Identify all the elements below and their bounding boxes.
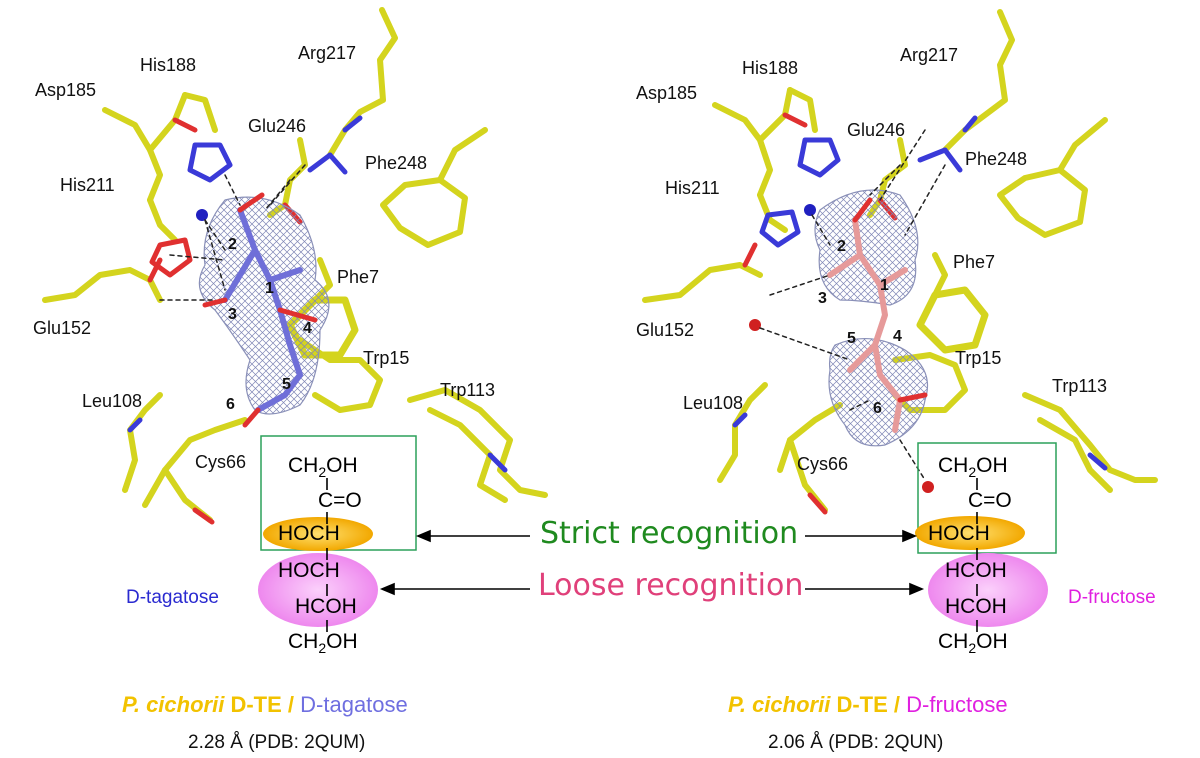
residue-label: Phe7: [337, 267, 380, 287]
fischer-row: HCOH: [945, 595, 1007, 618]
species-name: P. cichorii: [728, 692, 831, 717]
left-structure: [42, 7, 548, 525]
fischer-row: HCOH: [295, 595, 357, 618]
strict-box-left: [260, 435, 417, 551]
caption-right: P. cichorii D-TE / D-fructose: [728, 692, 1008, 718]
residue-label: His188: [742, 58, 799, 78]
residue-label: Arg217: [900, 45, 959, 65]
carbon-number: 2: [837, 238, 846, 255]
residue-label: Arg217: [298, 43, 357, 63]
residue-label: Phe248: [365, 153, 428, 173]
fischer-row: HCOH: [945, 559, 1007, 582]
resolution-left: 2.28 Å (PDB: 2QUM): [188, 732, 366, 753]
carbon-number: 6: [226, 396, 235, 413]
residue-label: His188: [140, 55, 197, 75]
separator: /: [287, 692, 295, 717]
residue-label: Trp113: [1052, 376, 1108, 396]
residue-label: Glu246: [248, 116, 307, 136]
loose-recognition-label: Loose recognition: [538, 568, 804, 603]
carbon-number: 4: [893, 328, 902, 345]
carbon-number: 1: [265, 280, 274, 297]
carbon-number: 3: [228, 306, 237, 323]
carbon-number: 2: [228, 236, 237, 253]
carbon-number: 4: [303, 320, 312, 337]
caption-left: P. cichorii D-TE / D-tagatose: [122, 692, 408, 718]
residue-label: Leu108: [82, 391, 143, 411]
fischer-row: CH2OH: [938, 454, 1008, 481]
fischer-row: C=O: [968, 489, 1012, 512]
enzyme-name: D-TE: [836, 692, 888, 717]
residue-label: Cys66: [797, 454, 849, 474]
residue-label: Phe248: [965, 149, 1028, 169]
fischer-row: C=O: [318, 489, 362, 512]
fischer-text: CH2OH: [288, 454, 358, 481]
residue-label: Glu152: [636, 320, 695, 340]
carbon-number: 3: [818, 290, 827, 307]
sugar-name-left: D-tagatose: [126, 587, 219, 608]
residue-label: Cys66: [195, 452, 247, 472]
fischer-row: CH2OH: [288, 454, 358, 480]
caption-sugar: D-tagatose: [300, 692, 408, 717]
strict-box-right: [917, 442, 1057, 554]
pink-highlight-right: [928, 553, 1048, 627]
residue-label: Leu108: [683, 393, 744, 413]
fischer-row: HOCH: [278, 559, 340, 582]
resolution-right: 2.06 Å (PDB: 2QUN): [768, 732, 944, 753]
fischer-row: HOCH: [278, 522, 340, 545]
separator: /: [893, 692, 901, 717]
fischer-row: HOCH: [928, 522, 990, 545]
residue-label: His211: [665, 178, 720, 198]
strict-recognition-label: Strict recognition: [540, 516, 799, 551]
species-name: P. cichorii: [122, 692, 225, 717]
caption-sugar: D-fructose: [906, 692, 1008, 717]
sugar-name-right: D-fructose: [1068, 587, 1156, 608]
orange-highlight-left: [263, 517, 373, 551]
residue-label: Asp185: [35, 80, 97, 100]
residue-label: His211: [60, 175, 115, 195]
residue-label: Glu246: [847, 120, 906, 140]
residue-label: Trp15: [363, 348, 410, 368]
fischer-row: CH2OH: [938, 630, 1008, 657]
residue-label: Trp113: [440, 380, 496, 400]
residue-label: Asp185: [636, 83, 698, 103]
enzyme-name: D-TE: [230, 692, 282, 717]
residue-label: Trp15: [955, 348, 1002, 368]
carbon-number: 1: [880, 277, 889, 294]
carbon-number: 6: [873, 400, 882, 417]
residue-label: Glu152: [33, 318, 92, 338]
orange-highlight-right: [915, 516, 1025, 550]
pink-highlight-left: [258, 553, 378, 627]
residue-label: Phe7: [953, 252, 996, 272]
right-structure: [642, 9, 1158, 515]
carbon-number: 5: [282, 376, 291, 393]
carbon-number: 5: [847, 330, 856, 347]
fischer-row: CH2OH: [288, 630, 358, 657]
